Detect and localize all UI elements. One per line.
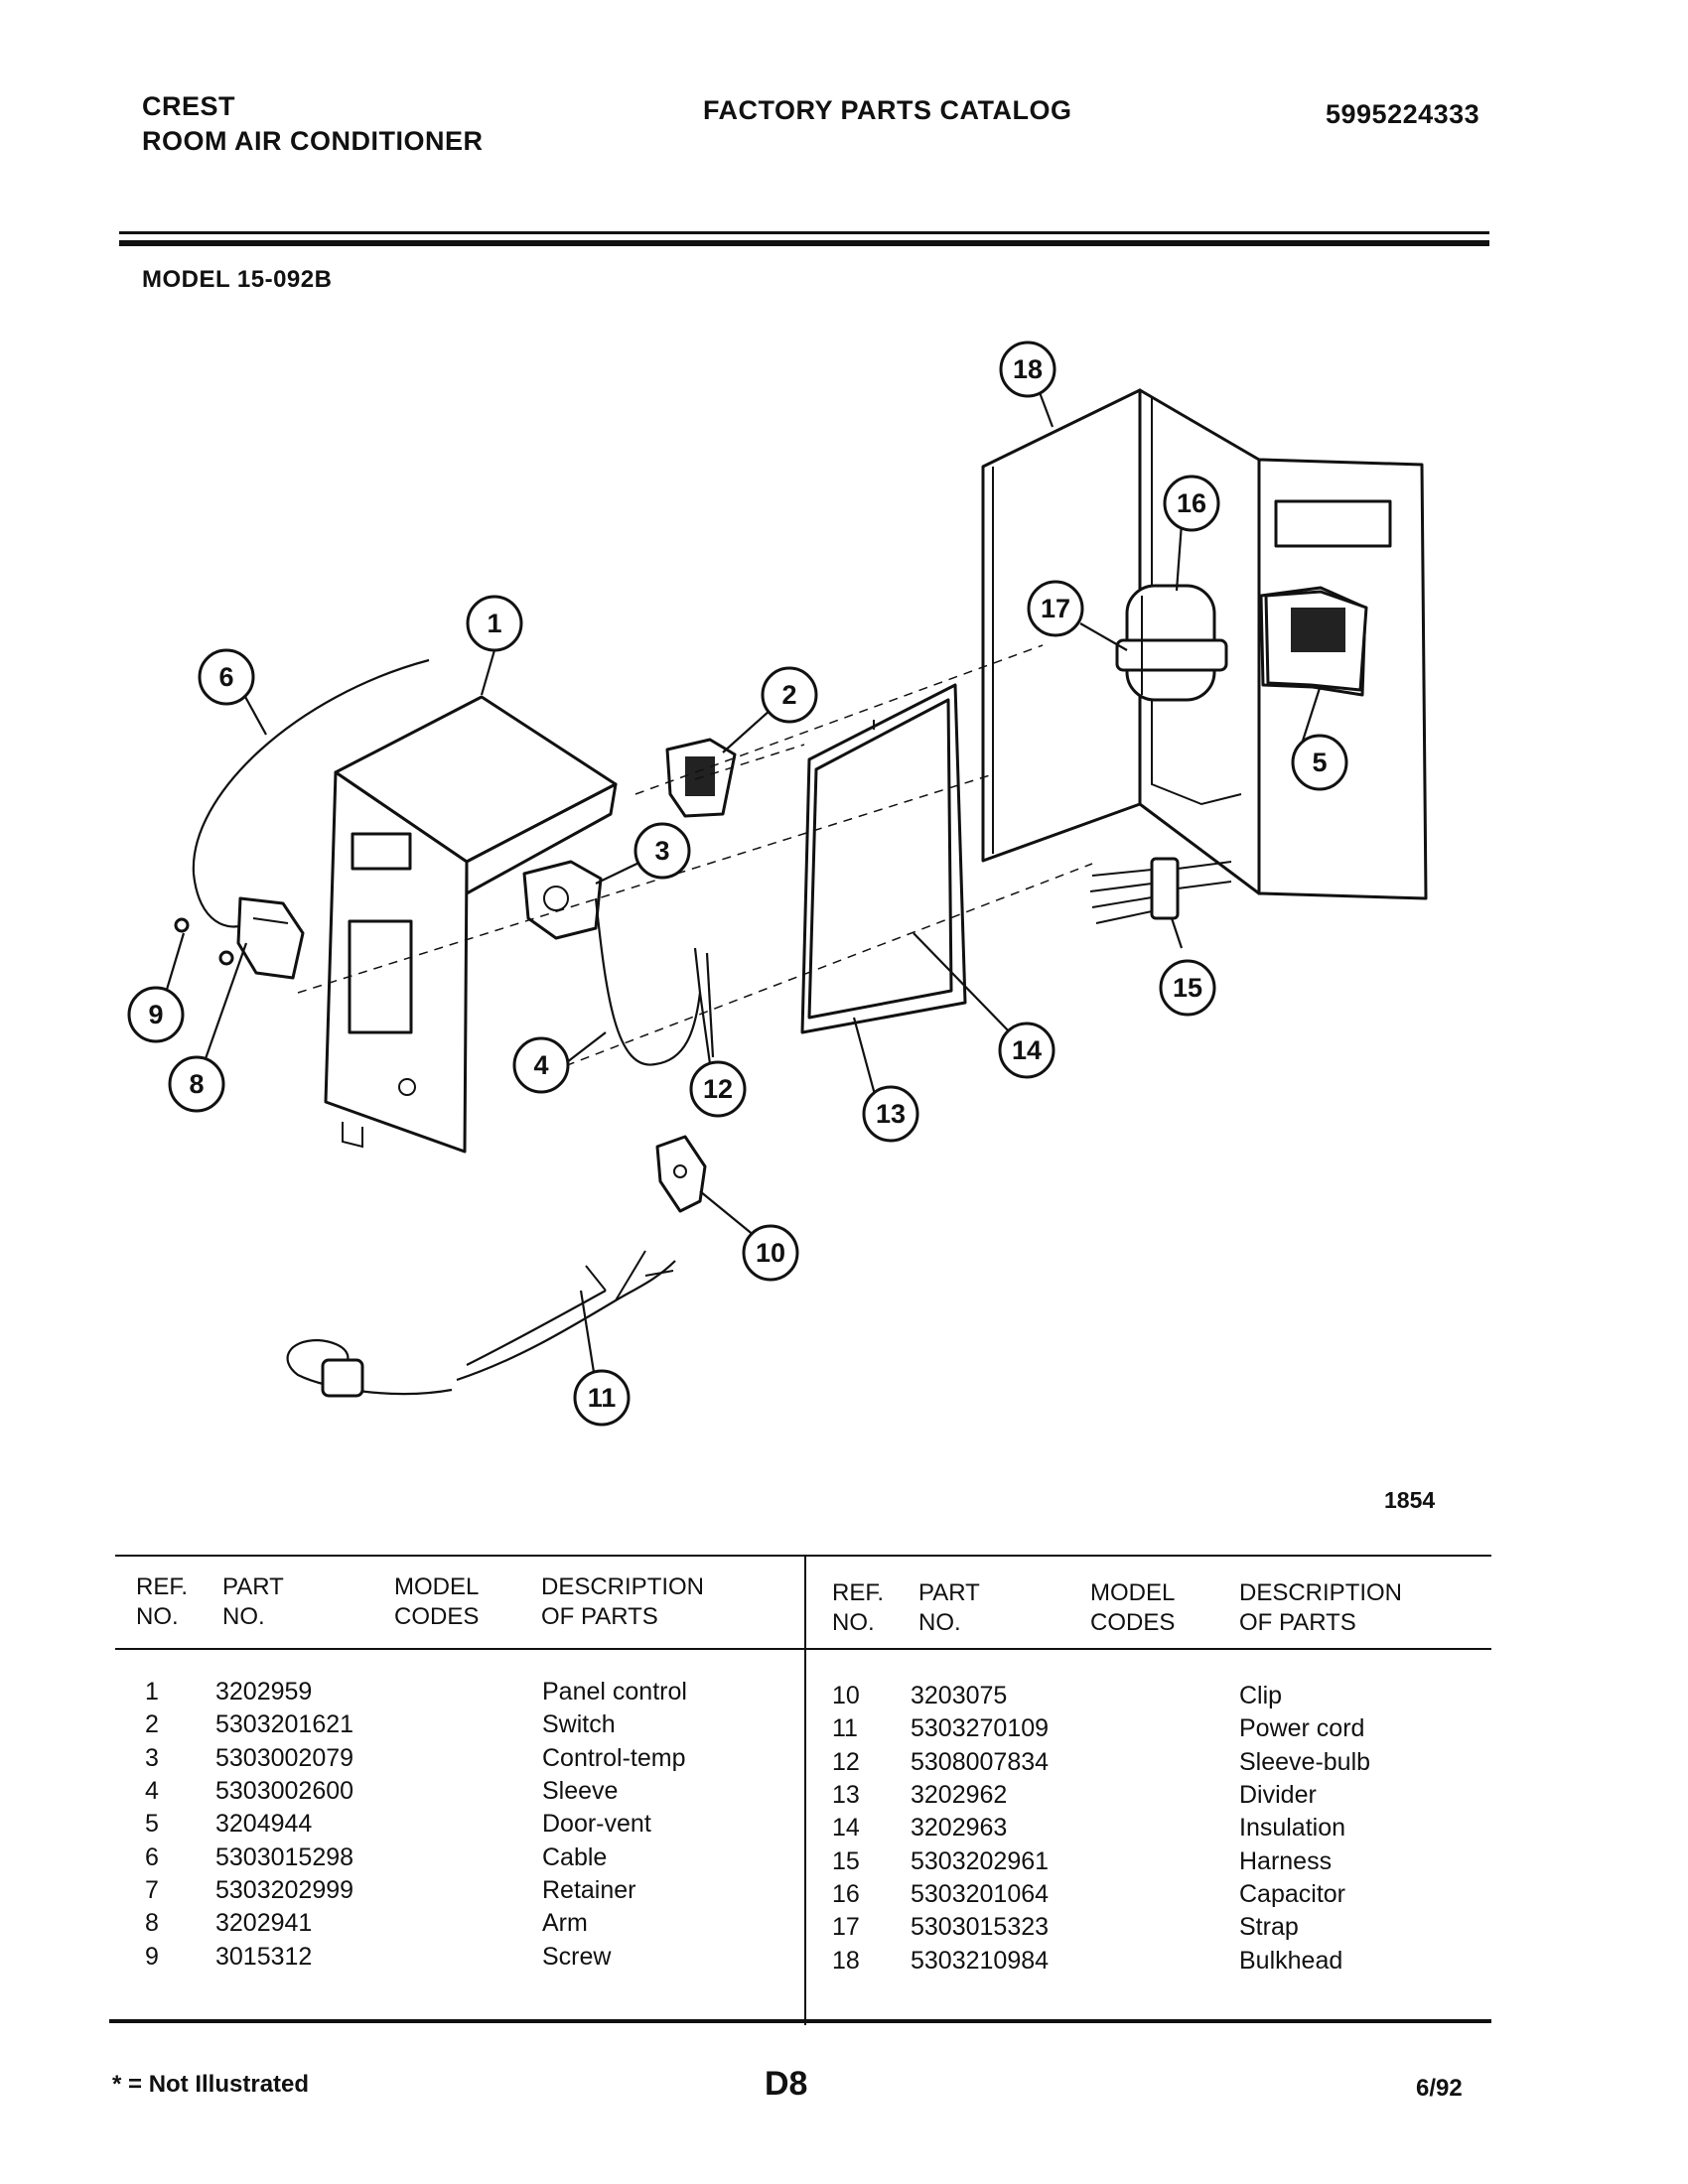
callout-1: 1 — [466, 595, 523, 652]
table-divider — [804, 1555, 806, 2025]
header-rule-bottom — [119, 240, 1489, 246]
not-illustrated-legend: * = Not Illustrated — [112, 2071, 310, 2098]
sleeve-part-4 — [594, 897, 702, 1066]
model-label: MODEL 15-092B — [142, 266, 333, 293]
svg-text:9: 9 — [148, 1000, 163, 1029]
catalog-number: 5995224333 — [1326, 99, 1480, 129]
figure-number: 1854 — [1384, 1487, 1436, 1513]
svg-text:8: 8 — [189, 1069, 204, 1099]
callout-10: 10 — [742, 1224, 799, 1282]
revision-date: 6/92 — [1416, 2075, 1463, 2102]
svg-text:2: 2 — [781, 680, 796, 710]
control-temp-part-3 — [522, 860, 603, 940]
capacitor-part-16 — [1115, 584, 1228, 702]
callout-15: 15 — [1159, 959, 1216, 1017]
callout-6: 6 — [198, 648, 255, 706]
page-number: D8 — [765, 2065, 808, 2103]
header-rule-top — [119, 231, 1489, 234]
svg-text:1: 1 — [487, 609, 501, 638]
svg-text:18: 18 — [1013, 354, 1043, 384]
exploded-parts-diagram: 1 2 3 4 5 6 8 9 10 11 12 13 14 15 16 17 … — [127, 341, 1428, 1427]
product-name: ROOM AIR CONDITIONER — [142, 126, 484, 156]
svg-text:13: 13 — [876, 1099, 906, 1129]
callout-17: 17 — [1027, 580, 1084, 637]
svg-text:15: 15 — [1173, 973, 1202, 1003]
callout-16: 16 — [1163, 475, 1220, 532]
brand-name: CREST — [142, 91, 236, 121]
clip-part-10 — [655, 1135, 707, 1213]
table-rule-bottom — [109, 2019, 1491, 2023]
callout-8: 8 — [168, 1055, 225, 1113]
callout-9: 9 — [127, 986, 185, 1043]
callout-13: 13 — [862, 1085, 919, 1143]
callout-3: 3 — [633, 822, 691, 880]
callout-11: 11 — [573, 1369, 631, 1427]
callout-5: 5 — [1291, 734, 1348, 791]
svg-text:10: 10 — [756, 1238, 785, 1268]
callout-18: 18 — [999, 341, 1056, 398]
svg-text:5: 5 — [1312, 748, 1327, 777]
harness-part-15 — [1089, 857, 1232, 924]
left-header-ref: REF.NO. — [136, 1573, 189, 1630]
callout-12: 12 — [689, 1060, 747, 1118]
leader-lines — [155, 386, 1323, 1386]
power-cord-part-11 — [286, 1250, 676, 1398]
screw-part-9 — [174, 917, 234, 966]
svg-text:16: 16 — [1177, 488, 1206, 518]
callout-14: 14 — [998, 1022, 1055, 1079]
svg-text:6: 6 — [218, 662, 233, 692]
arm-part-8 — [236, 896, 305, 980]
cable-part-6 — [192, 658, 430, 928]
svg-text:12: 12 — [703, 1074, 733, 1104]
svg-text:14: 14 — [1012, 1035, 1042, 1065]
callout-4: 4 — [512, 1036, 570, 1094]
right-header-ref: REF.NO. — [832, 1579, 885, 1636]
callout-2: 2 — [761, 666, 818, 724]
divider-part-13 — [800, 683, 967, 1034]
svg-text:4: 4 — [533, 1050, 548, 1080]
table-rule-header — [115, 1648, 1491, 1650]
table-rule-top — [115, 1555, 1491, 1557]
catalog-title: FACTORY PARTS CATALOG — [703, 95, 1072, 125]
door-vent-part-5 — [1264, 590, 1368, 692]
sleeve-bulb-part-12 — [705, 952, 715, 1058]
svg-text:17: 17 — [1041, 594, 1070, 623]
svg-text:3: 3 — [654, 836, 669, 866]
svg-text:11: 11 — [588, 1383, 617, 1413]
